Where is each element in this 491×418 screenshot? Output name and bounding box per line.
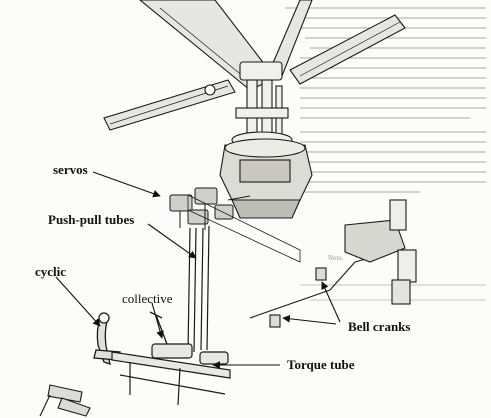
label-cyclic: cyclic — [35, 264, 67, 279]
cyclic-arrow — [55, 276, 101, 327]
tail-gearbox — [344, 199, 417, 305]
push-pull-tubes — [187, 225, 210, 353]
collective-arrow — [151, 302, 164, 339]
note-text: Note. — [328, 254, 344, 262]
transmission — [219, 138, 313, 219]
label-collective: collective — [122, 291, 173, 306]
push-pull-tubes-arrow — [147, 223, 197, 259]
firewall-panel — [187, 194, 301, 263]
label-push-pull-tubes: Push-pull tubes — [48, 212, 135, 227]
label-bell-cranks: Bell cranks — [348, 319, 411, 334]
torque-tube — [111, 343, 231, 406]
servos-arrow — [92, 171, 161, 198]
label-torque-tube: Torque tube — [287, 357, 355, 372]
label-servos: servos — [53, 162, 88, 177]
bell-crank-arrow-left — [282, 314, 337, 325]
tail-control-linkage — [249, 254, 381, 328]
servo-assembly — [169, 187, 251, 230]
bell-crank-arrow-right — [321, 281, 341, 323]
pedal-assembly — [39, 384, 91, 417]
annotation-arrows — [55, 171, 341, 369]
